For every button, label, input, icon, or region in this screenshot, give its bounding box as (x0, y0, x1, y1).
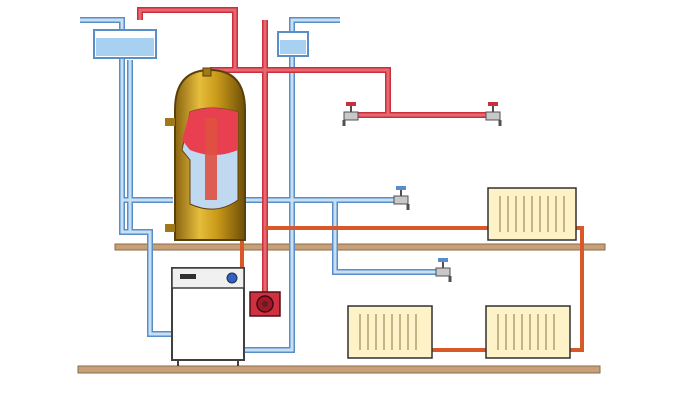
upper-floor (114, 243, 606, 251)
cold-tap-lower-icon[interactable] (435, 258, 452, 282)
hot-tap-right-icon[interactable] (485, 102, 502, 126)
hot-tap-left-icon[interactable] (342, 102, 359, 126)
hot-water-pipes-inner (138, 8, 492, 292)
cold-feed-tank (93, 29, 157, 59)
radiator-upper (487, 187, 577, 241)
cold-water-pipes-inner (80, 18, 440, 352)
radiator-lower-left (347, 305, 433, 359)
boiler-control-icon[interactable] (226, 272, 238, 284)
ground-floor (77, 365, 601, 374)
expansion-tank (277, 31, 309, 57)
hot-water-cylinder (165, 67, 246, 241)
cold-tap-upper-icon[interactable] (393, 186, 410, 210)
circulation-pump (249, 291, 281, 317)
boiler-unit (171, 267, 245, 366)
radiator-lower-right (485, 305, 571, 359)
